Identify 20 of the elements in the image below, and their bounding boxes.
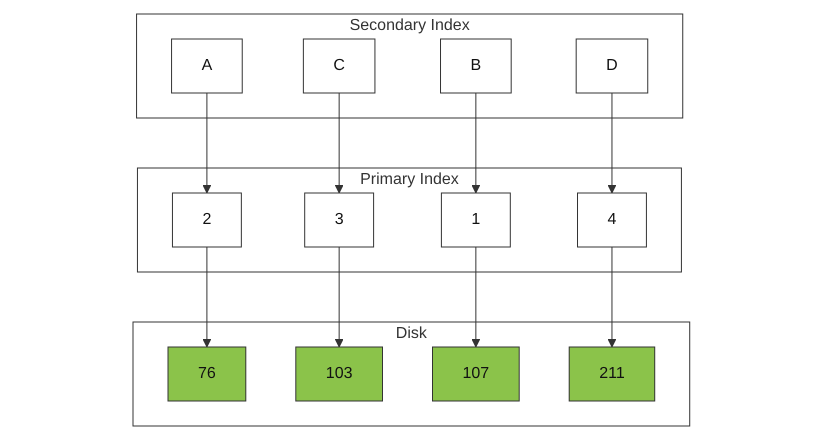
node-box: 1	[440, 192, 510, 247]
node-box: C	[302, 38, 376, 93]
node-box: 2	[172, 192, 242, 247]
node-box: A	[170, 38, 242, 93]
arrow	[202, 246, 211, 347]
node-box: 103	[294, 346, 383, 401]
arrow	[471, 246, 480, 347]
arrow	[607, 92, 616, 193]
arrow	[334, 246, 344, 347]
node-box: 76	[167, 346, 246, 401]
node-box: 4	[576, 192, 647, 247]
node-box: B	[440, 38, 512, 93]
arrow	[334, 92, 344, 193]
node-box: 211	[568, 346, 655, 401]
node-box: D	[575, 38, 648, 93]
arrow	[607, 246, 616, 347]
node-box: 3	[304, 192, 374, 247]
arrow	[471, 92, 480, 193]
node-box: 107	[432, 346, 520, 401]
arrow	[202, 92, 211, 193]
